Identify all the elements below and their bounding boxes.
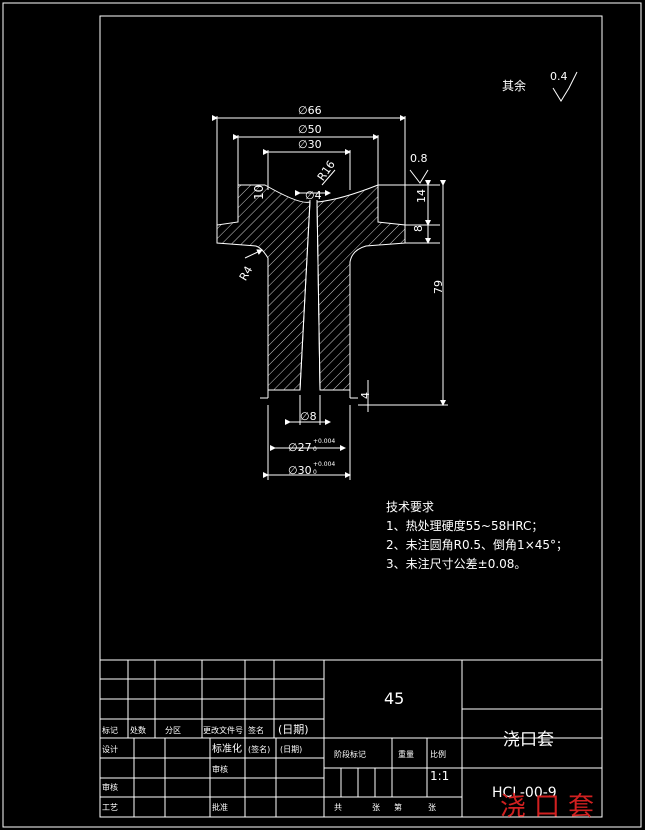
roughness-symbol-icon	[552, 71, 578, 102]
tech-requirements: 技术要求 1、热处理硬度55~58HRC； 2、未注圆角R0.5、倒角1×45°…	[386, 500, 568, 571]
svg-text:更改文件号: 更改文件号	[203, 725, 243, 735]
roughness-08-icon	[409, 169, 429, 184]
svg-text:(签名): (签名)	[248, 744, 270, 754]
svg-text:审核: 审核	[102, 782, 118, 792]
runner-right-edge	[316, 199, 321, 391]
dim-d27-tol2: 0	[313, 446, 317, 453]
dim-d66: ∅66	[298, 104, 322, 117]
dim-d30: ∅30	[298, 138, 322, 151]
part-name: 浇口套	[503, 730, 554, 750]
svg-text:共: 共	[334, 803, 342, 812]
surface-finish-note: 其余 0.4	[502, 70, 578, 102]
svg-text:设计: 设计	[102, 744, 118, 754]
finish-top: 0.8	[410, 152, 428, 165]
svg-text:处数: 处数	[130, 725, 146, 735]
svg-text:比例: 比例	[430, 749, 446, 759]
svg-text:重量: 重量	[398, 749, 414, 759]
runner-left-edge	[299, 199, 311, 391]
svg-text:阶段标记: 阶段标记	[334, 749, 366, 759]
dim-d8: ∅8	[300, 410, 317, 423]
dim-h79: 79	[432, 280, 445, 294]
title-block-labels: 标记 处数 分区 更改文件号 签名 (日期) 设计 标准化 (签名) (日期) …	[102, 723, 446, 812]
dim-r4: R4	[237, 264, 256, 283]
svg-text:标记: 标记	[102, 725, 118, 735]
svg-text:(日期): (日期)	[278, 723, 309, 736]
tech-item-3: 3、未注尺寸公差±0.08。	[386, 556, 526, 571]
part-right-half	[316, 184, 406, 391]
dim-h10: 10	[252, 185, 266, 200]
dim-h4: 4	[359, 392, 372, 399]
drawing-number: HCL-00-9	[492, 785, 557, 801]
finish-note-value: 0.4	[550, 70, 568, 83]
dim-h14: 14	[415, 189, 428, 203]
part-section	[216, 184, 406, 399]
dim-d4: ∅4	[305, 189, 322, 202]
dim-d27-tol: +0.004	[313, 438, 335, 445]
svg-text:(日期): (日期)	[280, 745, 302, 754]
svg-text:标准化: 标准化	[212, 742, 242, 755]
scale: 1:1	[430, 769, 449, 783]
svg-text:审核: 审核	[212, 764, 228, 774]
tech-item-2: 2、未注圆角R0.5、倒角1×45°；	[386, 537, 568, 552]
dim-h8: 8	[412, 225, 425, 232]
svg-text:第: 第	[394, 802, 402, 812]
part-left-half	[216, 184, 311, 391]
dim-d50: ∅50	[298, 123, 322, 136]
title-block	[99, 659, 603, 818]
svg-text:工艺: 工艺	[102, 803, 118, 812]
dim-d27: ∅27	[288, 441, 312, 454]
material: 45	[384, 689, 404, 708]
svg-text:签名: 签名	[248, 725, 264, 735]
dim-d30b-tol2: 0	[313, 469, 317, 476]
svg-text:分区: 分区	[165, 726, 181, 735]
svg-text:张: 张	[372, 803, 380, 812]
inner-frame	[99, 15, 603, 818]
svg-text:张: 张	[428, 803, 436, 812]
tech-title: 技术要求	[386, 500, 434, 514]
finish-note-label: 其余	[502, 78, 526, 93]
dim-d30b: ∅30	[288, 464, 312, 477]
svg-text:批准: 批准	[212, 802, 228, 812]
tech-item-1: 1、热处理硬度55~58HRC；	[386, 518, 543, 533]
dim-d30b-tol: +0.004	[313, 461, 335, 468]
watermark-stamp: 浇口套	[500, 792, 602, 822]
dimension-lines	[212, 115, 448, 480]
